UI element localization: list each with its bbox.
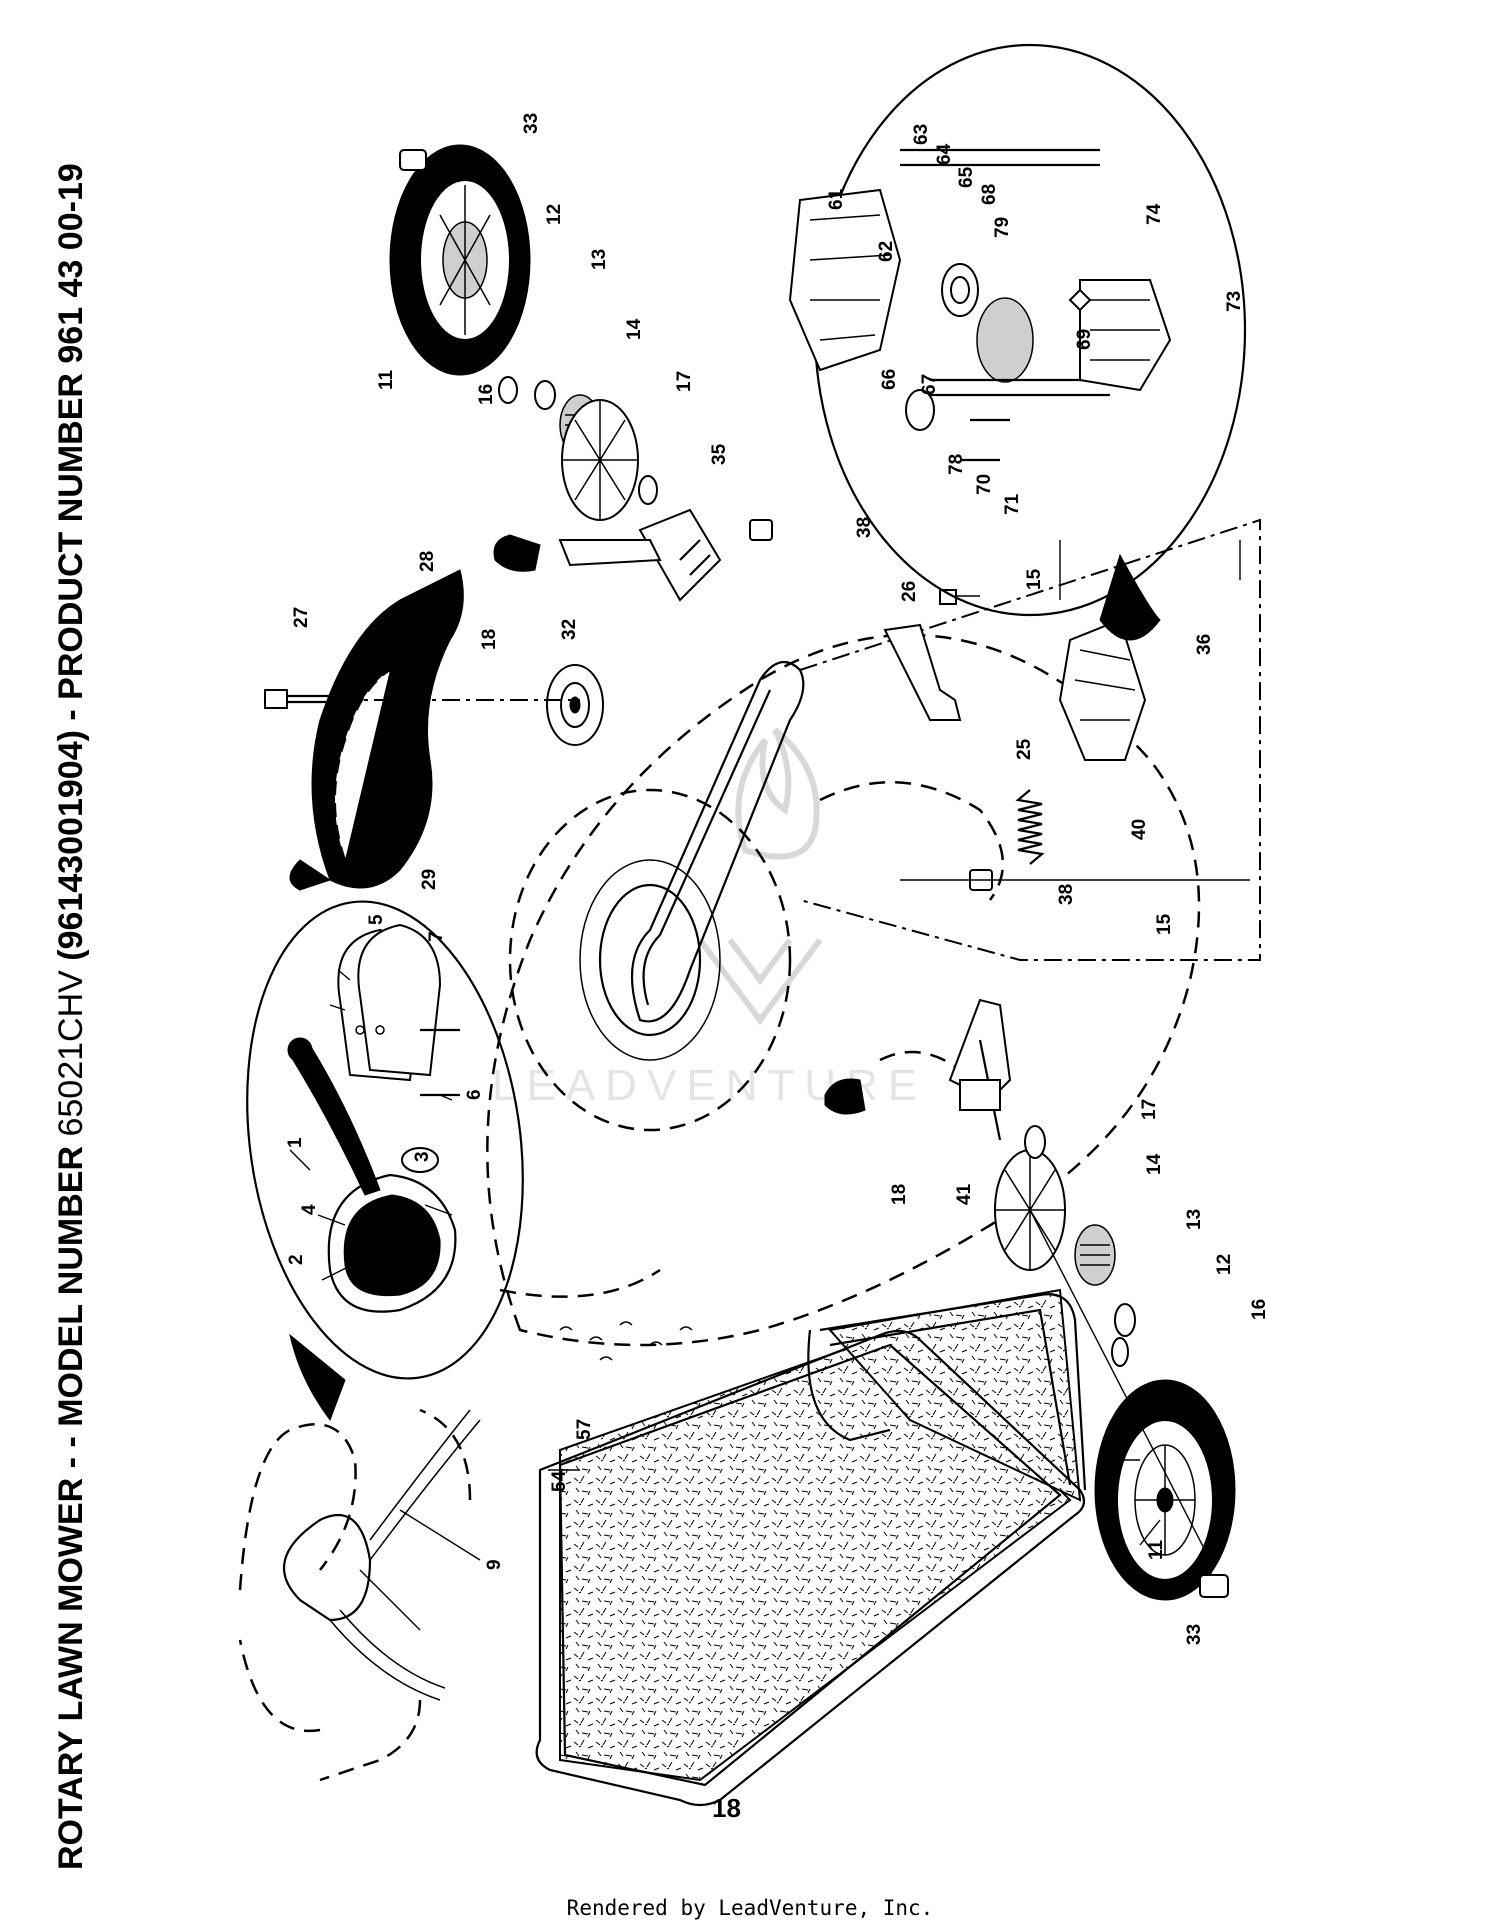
- callout-17-top: 17: [674, 371, 695, 392]
- callout-29: 29: [419, 869, 440, 890]
- nut-38-top: [749, 519, 773, 541]
- page-number: 18: [712, 1793, 741, 1823]
- callout-32: 32: [559, 619, 580, 640]
- callout-16-bottom: 16: [1249, 1299, 1270, 1320]
- callout-13-top: 13: [589, 249, 610, 270]
- callout-7: 7: [426, 931, 447, 942]
- callout-74: 74: [1144, 203, 1165, 225]
- callout-3: 3: [412, 1151, 433, 1162]
- inset-deflector-assembly: [246, 900, 524, 1422]
- title-part2: - PRODUCT NUMBER 961 43 00-19: [52, 163, 90, 721]
- washer-17-bottom: [1024, 1125, 1046, 1159]
- callout-63: 63: [911, 124, 932, 145]
- washer-16-top: [498, 376, 518, 404]
- callout-38-top: 38: [854, 517, 875, 538]
- callout-38-bottom: 38: [1056, 884, 1077, 905]
- callout-33-bottom: 33: [1184, 1624, 1205, 1645]
- grass-catcher: [535, 1288, 1087, 1807]
- height-adjuster-41: [948, 998, 1012, 1141]
- spring-40: [1015, 789, 1045, 865]
- nut-33-top: [399, 149, 427, 171]
- bushing-12-bottom: [1114, 1303, 1136, 1337]
- callout-11-bottom: 11: [1146, 1539, 1167, 1560]
- callout-70: 70: [974, 474, 995, 495]
- shift-bracket-25: [883, 623, 962, 721]
- rear-wheel-bottom-11: [1094, 1379, 1236, 1601]
- callout-67: 67: [919, 374, 940, 395]
- callout-12-top: 12: [544, 204, 565, 225]
- callout-11-top: 11: [376, 369, 397, 390]
- callout-14-bottom: 14: [1144, 1153, 1165, 1175]
- callout-12-bottom: 12: [1214, 1254, 1235, 1275]
- callout-14-top: 14: [624, 318, 645, 340]
- knob-18-bottom: [824, 1078, 866, 1115]
- transmission-box-outline: [799, 518, 1261, 961]
- callout-54: 54: [549, 1470, 570, 1492]
- callout-17-bottom: 17: [1139, 1099, 1160, 1120]
- callout-2: 2: [286, 1254, 307, 1265]
- title-part1: ROTARY LAWN MOWER - - MODEL NUMBER: [52, 1145, 90, 1870]
- callout-15-top: 15: [1024, 568, 1045, 590]
- callout-27: 27: [291, 607, 312, 628]
- callout-13-bottom: 13: [1184, 1209, 1205, 1230]
- callout-labels: 1 2 3 4 5 6 7 9 11 11 12 12 13 13 14 14 …: [285, 113, 1270, 1645]
- mower-deck: [486, 633, 1201, 1361]
- callout-57: 57: [574, 1419, 595, 1440]
- callout-9: 9: [484, 1559, 505, 1570]
- handle-9: [238, 1408, 481, 1782]
- pins-15: [1059, 540, 1241, 600]
- washer-16-bottom: [1111, 1337, 1129, 1367]
- callout-5: 5: [366, 914, 387, 925]
- leader-lines: [289, 969, 1213, 1631]
- height-adjuster-35: [558, 508, 722, 602]
- bushing-12-top: [534, 380, 556, 410]
- callout-73: 73: [1224, 291, 1245, 312]
- callout-35: 35: [709, 443, 730, 465]
- title-model-code: (96143001904): [52, 730, 90, 961]
- callout-4: 4: [299, 1204, 320, 1215]
- pulley-32: [546, 664, 604, 746]
- callout-61: 61: [826, 188, 847, 210]
- callout-15-bottom: 15: [1154, 913, 1175, 935]
- gearbox-inset: [788, 43, 1247, 641]
- nut-33-bottom: [1199, 1574, 1229, 1598]
- knob-18-top: [493, 534, 541, 572]
- title-model: 65021CHV: [52, 970, 90, 1137]
- callout-18-bottom: 18: [889, 1184, 910, 1205]
- callout-36: 36: [1194, 634, 1215, 655]
- bolt-27: [264, 689, 337, 709]
- callout-78: 78: [946, 454, 967, 475]
- callout-25: 25: [1014, 738, 1035, 760]
- callout-18-top: 18: [479, 629, 500, 650]
- rear-wheel-top-11: [389, 144, 531, 376]
- callout-40: 40: [1129, 819, 1150, 840]
- callout-68: 68: [979, 184, 1000, 205]
- footer-credit: Rendered by LeadVenture, Inc.: [566, 1896, 934, 1920]
- transmission-36: [1058, 618, 1147, 761]
- callout-64: 64: [934, 143, 955, 165]
- axle-line-bottom: [1029, 1209, 1211, 1561]
- callout-26: 26: [899, 581, 920, 602]
- callout-28: 28: [417, 551, 438, 572]
- callout-41: 41: [954, 1183, 975, 1205]
- pinion-13-bottom: [1074, 1224, 1116, 1286]
- page-title: ROTARY LAWN MOWER - - MODEL NUMBER 65021…: [52, 80, 116, 1870]
- callout-66: 66: [879, 369, 900, 390]
- callout-79: 79: [992, 217, 1013, 238]
- callout-69: 69: [1074, 329, 1095, 350]
- callout-1: 1: [285, 1137, 306, 1148]
- callout-16-top: 16: [476, 384, 497, 405]
- belt-cover-28: [289, 569, 464, 891]
- hubcap-14-top: [561, 399, 639, 521]
- callout-62: 62: [876, 241, 897, 262]
- drive-belt-29: [579, 660, 805, 1061]
- callout-65: 65: [956, 166, 977, 188]
- callout-71: 71: [1002, 493, 1023, 515]
- callout-33-top: 33: [521, 113, 542, 134]
- washer-17-top: [638, 475, 658, 505]
- callout-6: 6: [464, 1089, 485, 1100]
